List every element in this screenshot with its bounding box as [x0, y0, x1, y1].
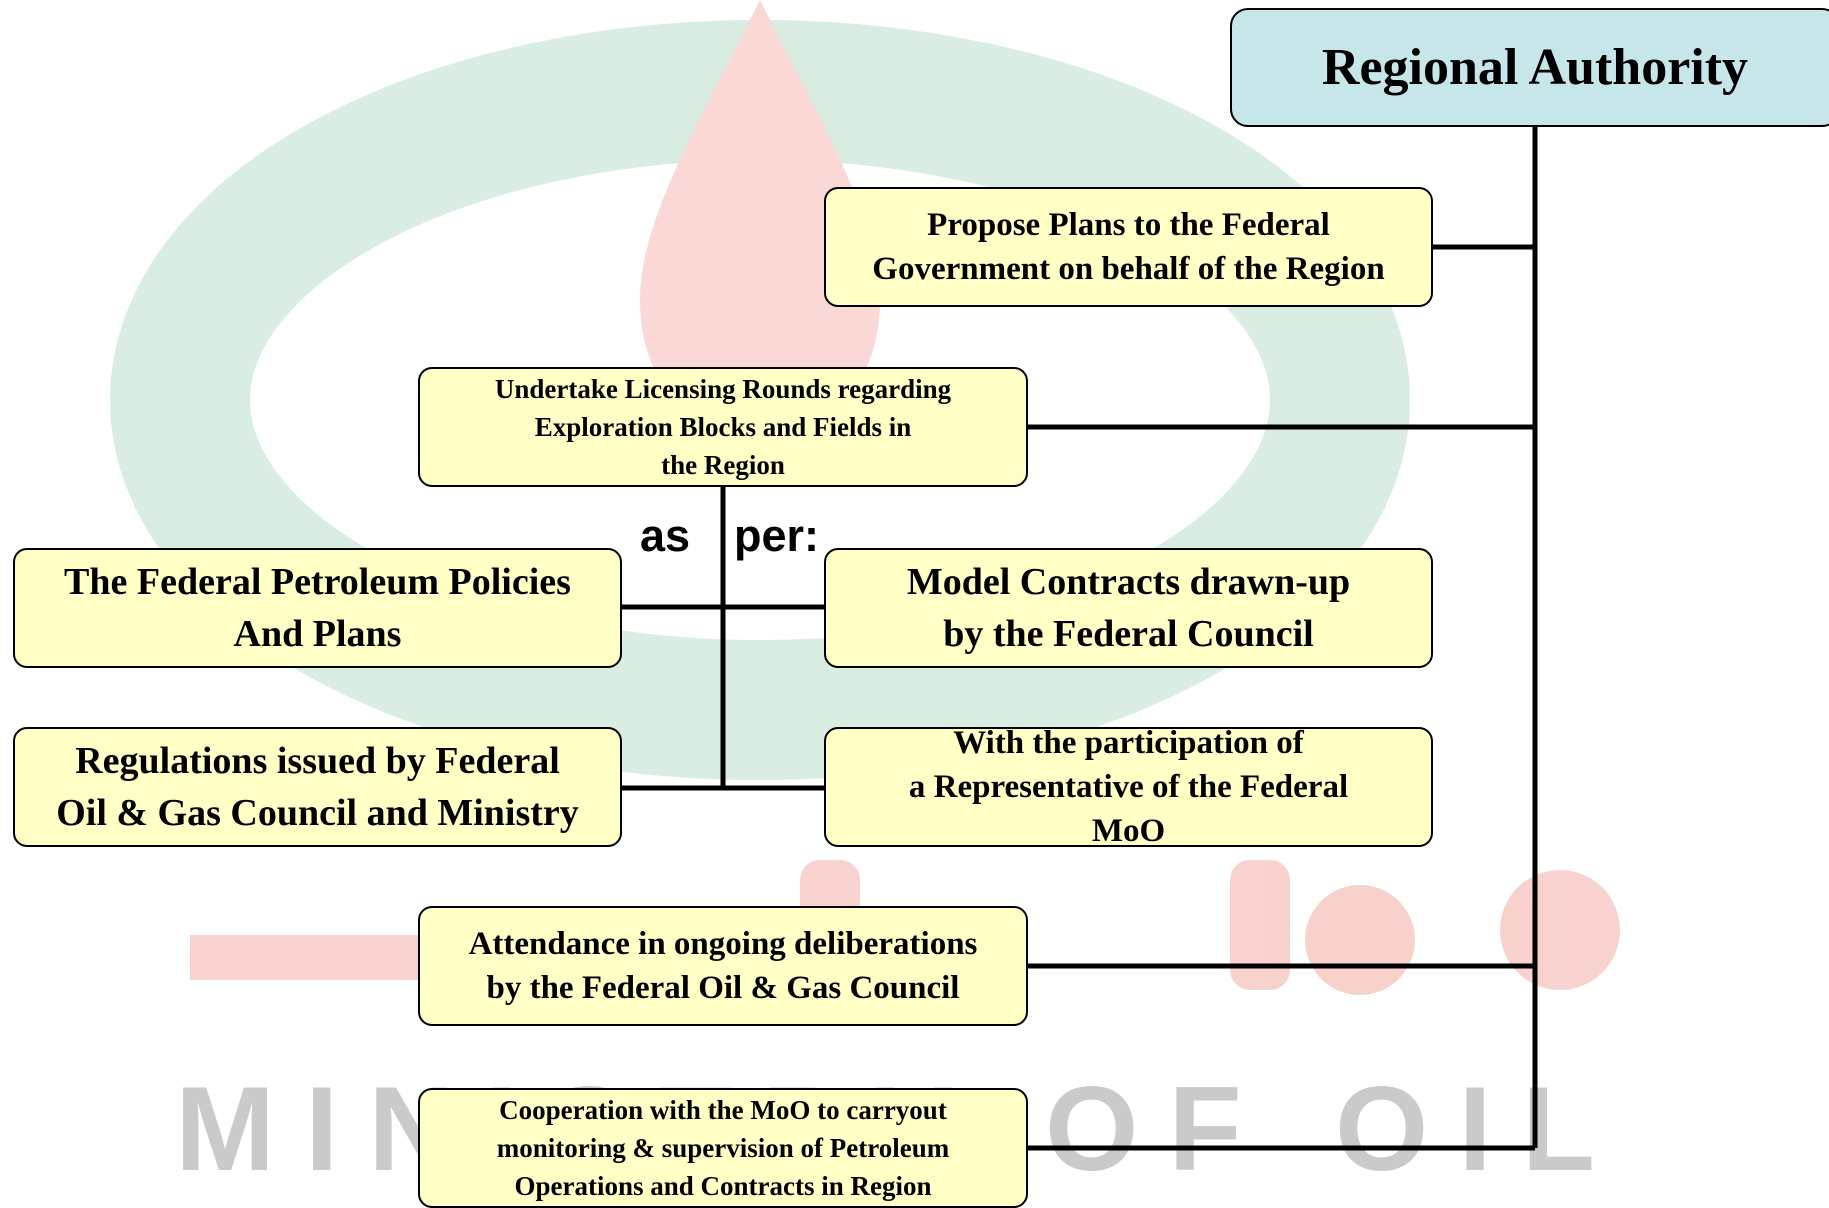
propose-plans-text: Propose Plans to the Federal Government …	[872, 207, 1385, 287]
licensing-rounds-text: Undertake Licensing Rounds regarding Exp…	[494, 374, 952, 480]
regional-authority-title: Regional Authority	[1321, 39, 1749, 96]
participation-box: With the participation of a Representati…	[824, 727, 1433, 847]
regulations-box: Regulations issued by Federal Oil & Gas …	[13, 727, 622, 847]
attendance-box: Attendance in ongoing deliberations by t…	[418, 906, 1028, 1026]
logo-red-drop	[640, 0, 880, 440]
participation-text: With the participation of a Representati…	[908, 727, 1349, 847]
regulations-text: Regulations issued by Federal Oil & Gas …	[56, 740, 579, 834]
model-contracts-text: Model Contracts drawn-up by the Federal …	[906, 561, 1351, 655]
federal-policies-box: The Federal Petroleum Policies And Plans	[13, 548, 622, 668]
model-contracts-box: Model Contracts drawn-up by the Federal …	[824, 548, 1433, 668]
licensing-rounds-box: Undertake Licensing Rounds regarding Exp…	[418, 367, 1028, 487]
cooperation-box: Cooperation with the MoO to carryout mon…	[418, 1088, 1028, 1208]
logo-green-ring	[110, 20, 1410, 780]
federal-policies-text: The Federal Petroleum Policies And Plans	[64, 561, 571, 655]
as-label: as	[640, 510, 691, 561]
per-label: per:	[734, 510, 820, 561]
cooperation-text: Cooperation with the MoO to carryout mon…	[496, 1095, 950, 1201]
attendance-text: Attendance in ongoing deliberations by t…	[468, 926, 978, 1006]
regional-authority-header: Regional Authority	[1230, 8, 1829, 127]
propose-plans-box: Propose Plans to the Federal Government …	[824, 187, 1433, 307]
